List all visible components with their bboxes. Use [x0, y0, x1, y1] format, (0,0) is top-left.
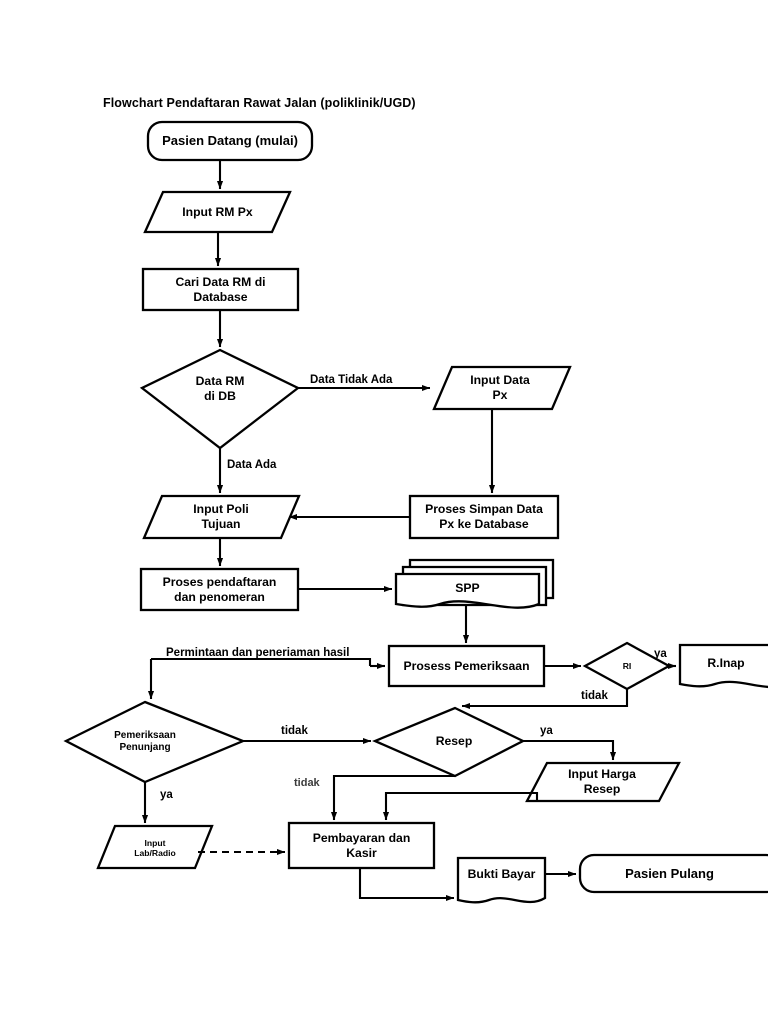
edge-label-ya-ri: ya [654, 648, 667, 660]
node-harga-shape [525, 761, 681, 803]
node-input-data-px-shape [432, 365, 572, 411]
edge-label-ya-penunjang: ya [160, 789, 173, 801]
node-simpan-shape [408, 494, 560, 540]
edge-kasir-to-bukti [358, 868, 455, 902]
node-spp-shape [394, 572, 541, 609]
node-start-shape [146, 120, 314, 162]
edge-label-data-tidak-ada: Data Tidak Ada [310, 374, 393, 386]
edge-label-data-ada: Data Ada [227, 459, 277, 471]
edge-label-tidak-penunjang: tidak [281, 725, 308, 737]
edge-label-tidak-ri: tidak [581, 690, 608, 702]
node-bukti-shape [456, 856, 547, 904]
node-input-poli-shape [142, 494, 301, 540]
node-lab-shape [96, 824, 214, 870]
node-pemeriksaan-shape [387, 644, 546, 688]
node-decision-rm-shape [139, 348, 301, 450]
edge-permintaan-horizontal [151, 657, 372, 666]
edge-resep-tidak-to-kasir [330, 774, 455, 821]
edge-harga-to-kasir [382, 791, 539, 821]
edge-resep-ya-to-harga [523, 739, 617, 761]
edge-label-tidak-resep: tidak [294, 777, 320, 789]
node-kasir-shape [287, 821, 436, 870]
node-pendaftaran-shape [139, 567, 300, 612]
node-penunjang-shape [63, 700, 247, 784]
edge-label-ya-resep: ya [540, 725, 553, 737]
diagram-title: Flowchart Pendaftaran Rawat Jalan (polik… [103, 96, 416, 110]
node-rinap-shape [678, 643, 768, 689]
node-cari-data-shape [141, 267, 300, 312]
node-pulang-shape [578, 853, 768, 894]
node-input-rm-shape [143, 190, 292, 234]
edge-label-permintaan: Permintaan dan peneriaman hasil [166, 647, 350, 659]
edge-ri-tidak-to-resep [461, 689, 629, 710]
node-resep-shape [372, 706, 526, 778]
